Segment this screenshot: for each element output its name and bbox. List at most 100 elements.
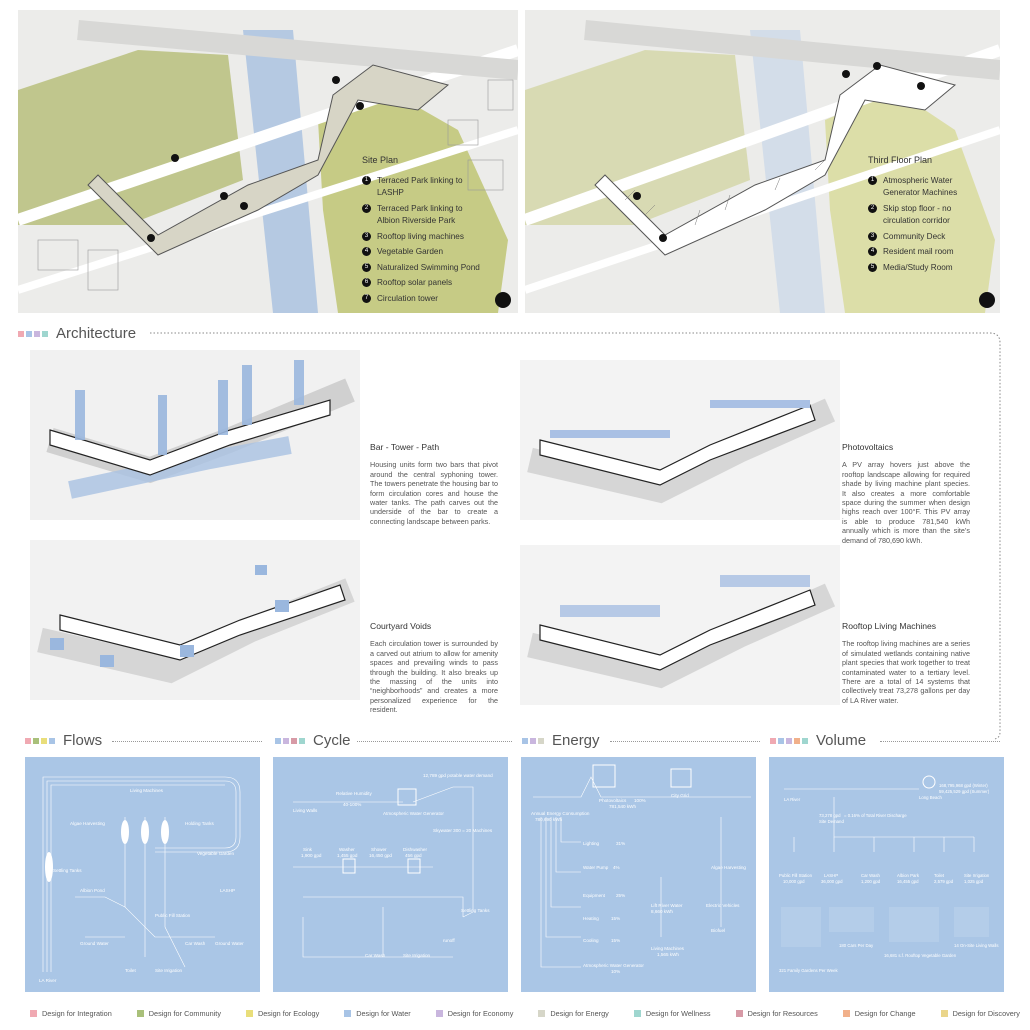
legend-integration: Design for Integration xyxy=(30,1009,112,1018)
swatch xyxy=(786,737,792,744)
energy-label: Electric Vehicles xyxy=(706,903,740,908)
volume-label: 168,795,968 gpd (Winter) xyxy=(939,783,988,788)
legend-community: Design for Community xyxy=(136,1009,221,1018)
cycle-label: Skywater 300 = 20 Machines xyxy=(433,828,493,833)
cycle-label: Car Wash xyxy=(365,953,386,958)
cycle-label: 12,789 gpd potable water demand xyxy=(423,773,493,778)
volume-label: 321 Family Gardens Per Week xyxy=(779,968,839,973)
energy-label: 31% xyxy=(616,841,625,846)
flows-label: Vegetable Garden xyxy=(197,851,234,856)
volume-label: 180 Cars Per Day xyxy=(839,943,874,948)
legend-swatch xyxy=(344,1010,352,1017)
flows-label: Holding Tanks xyxy=(185,821,214,826)
legend-change: Design for Change xyxy=(842,1009,916,1018)
volume-label: = 0.16% of Total River Discharge xyxy=(844,813,907,818)
energy-label: 15% xyxy=(611,916,620,921)
energy-label: 780,690 kWh xyxy=(535,817,563,822)
cycle-label: 16,450 gpd xyxy=(369,853,392,858)
volume-label: Long Beach xyxy=(919,795,943,800)
cycle-label: Dishwasher xyxy=(403,847,427,852)
legend-economy: Design for Economy xyxy=(435,1009,513,1018)
cycle-panel: Living Walls Relative Humidity 40-100% A… xyxy=(273,757,508,992)
cycle-diagram: Living Walls Relative Humidity 40-100% A… xyxy=(293,773,493,958)
flows-label: Ground Water xyxy=(80,941,109,946)
energy-label: Photovoltaics xyxy=(599,798,627,803)
flows-label: Public Fill Station xyxy=(155,913,191,918)
swatch xyxy=(42,330,48,337)
legend-wellness: Design for Wellness xyxy=(633,1009,711,1018)
swatch xyxy=(291,737,297,744)
legend-water: Design for Water xyxy=(344,1009,411,1018)
energy-label: 25% xyxy=(616,893,625,898)
volume-label: Site Demand xyxy=(819,819,844,824)
cycle-label: Site Irrigation xyxy=(403,953,431,958)
cycle-label: Settling Tanks xyxy=(461,908,490,913)
volume-label: 16,455 gpd xyxy=(897,879,919,884)
energy-panel: Annual Energy Consumption 780,690 kWh Ph… xyxy=(521,757,756,992)
legend-swatch xyxy=(842,1010,850,1017)
volume-label: Public Fill Station xyxy=(779,873,813,878)
cycle-label: 1,900 gpd xyxy=(301,853,322,858)
energy-label: Lift River Water xyxy=(651,903,683,908)
cycle-label: Living Walls xyxy=(293,808,318,813)
volume-label: 73,278 gpd xyxy=(819,813,841,818)
flows-label: Algae Harvesting xyxy=(70,821,105,826)
cycle-label: Sink xyxy=(303,847,313,852)
flows-label: Site Irrigation xyxy=(155,968,183,973)
volume-label: LASHP xyxy=(824,873,838,878)
cycle-label: 40-100% xyxy=(343,802,361,807)
volume-label: 2,579 gpd xyxy=(934,879,954,884)
energy-label: Atmospheric Water Generator xyxy=(583,963,644,968)
energy-label: 15% xyxy=(611,938,620,943)
flows-label: Settling Tanks xyxy=(53,868,82,873)
legend-ecology: Design for Ecology xyxy=(245,1009,319,1018)
volume-label: 1,200 gpd xyxy=(861,879,881,884)
photovoltaics-text: Photovoltaics A PV array hovers just abo… xyxy=(842,442,970,545)
volume-panel: LA River Long Beach 168,795,968 gpd (Win… xyxy=(769,757,1004,992)
bar-tower-path-text: Bar - Tower - Path Housing units form tw… xyxy=(370,442,498,526)
swatch xyxy=(26,330,32,337)
swatch xyxy=(49,737,55,744)
legend-swatch xyxy=(136,1010,144,1017)
swatch xyxy=(538,737,544,744)
energy-label: Lighting xyxy=(583,841,600,846)
legend-swatch xyxy=(940,1010,948,1017)
flows-heading: Flows xyxy=(25,732,102,749)
swatch xyxy=(299,737,305,744)
legend-swatch xyxy=(633,1010,641,1017)
third-floor-map xyxy=(525,10,1000,313)
volume-label: Toilet xyxy=(934,873,945,878)
volume-diagram: LA River Long Beach 168,795,968 gpd (Win… xyxy=(779,775,999,973)
swatch xyxy=(25,737,31,744)
legend-swatch xyxy=(245,1010,253,1017)
axon-bar-tower-path xyxy=(30,350,360,520)
volume-label: 16,681 s.f. Rooftop Vegetable Garden xyxy=(884,953,957,958)
volume-label: Car Wash xyxy=(861,873,881,878)
site-plan-drawing xyxy=(18,10,518,313)
flows-label: Living Machines xyxy=(130,788,164,793)
energy-diagram: Annual Energy Consumption 780,690 kWh Ph… xyxy=(531,764,751,974)
swatch xyxy=(275,737,281,744)
architecture-heading: Architecture xyxy=(18,325,136,342)
volume-heading: Volume xyxy=(770,732,866,749)
flows-panel: Living Machines Algae Harvesting Holding… xyxy=(25,757,260,992)
cycle-heading: Cycle xyxy=(275,732,351,749)
legend-swatch xyxy=(30,1010,37,1017)
volume-label: 59,425,529 gpd (Summer) xyxy=(939,789,990,794)
energy-label: Annual Energy Consumption xyxy=(531,811,590,816)
legend-discovery: Design for Discovery xyxy=(940,1009,1020,1018)
third-floor-title: Third Floor Plan xyxy=(868,155,933,165)
volume-label: Albion Park xyxy=(897,873,920,878)
cycle-label: Washer xyxy=(339,847,355,852)
energy-heading: Energy xyxy=(522,732,600,749)
swatch xyxy=(770,737,776,744)
